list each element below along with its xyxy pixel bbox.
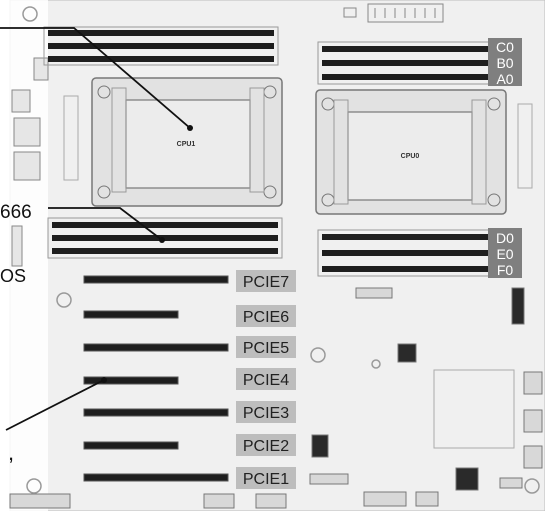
- cpu0-label: CPU0: [401, 153, 420, 160]
- dimm-slots-upper-left: [43, 26, 279, 66]
- dimm-label-e0: E0: [496, 246, 513, 262]
- dimm-slot: [52, 222, 278, 228]
- dimm-slot: [322, 60, 492, 66]
- pcie-slot-1: [83, 473, 229, 482]
- pcie-labels: PCIE7 PCIE6 PCIE5 PCIE4 PCIE3 PCIE2 PCIE…: [236, 270, 296, 489]
- left-edge-mark: ,: [8, 440, 14, 465]
- top-power-connector: [343, 3, 444, 23]
- dimm-slot: [322, 46, 492, 52]
- dimm-label-d0: D0: [496, 230, 514, 246]
- left-overlay-panel: [0, 0, 48, 511]
- memory-callout-line: [48, 207, 163, 241]
- dimm-slot: [322, 266, 492, 272]
- pcie-slots: [83, 275, 229, 482]
- dimm-label-f0: F0: [497, 262, 514, 278]
- cpu1-label: CPU1: [177, 141, 196, 148]
- pcie-label-2: PCIE2: [243, 438, 289, 455]
- mounting-holes: [22, 6, 540, 494]
- pcie-slot-7: [83, 275, 229, 284]
- board-components: [9, 287, 543, 509]
- pcie-slot-4: [83, 376, 179, 385]
- dimm-slot: [48, 43, 274, 49]
- pcie-slot-5: [83, 343, 229, 352]
- dimm-slots-lower-right: [317, 229, 497, 277]
- dimm-slot: [322, 74, 492, 80]
- pcie4-callout-line: [5, 379, 105, 431]
- memory-speed-callout: 666: [0, 202, 32, 223]
- dimm-labels-upper: C0 B0 A0: [488, 38, 522, 87]
- vrm-heatsinks: [63, 95, 533, 449]
- pcie-slot-2: [83, 441, 179, 450]
- cpu1-socket: CPU1: [91, 77, 283, 207]
- dimm-slot: [52, 235, 278, 241]
- dimm-label-b0: B0: [496, 55, 513, 71]
- dimm-slots-upper-right: [317, 41, 497, 85]
- dimm-labels-lower: D0 E0 F0: [488, 228, 522, 278]
- pcie-label-3: PCIE3: [243, 405, 289, 422]
- dimm-slots-lower-left: [47, 217, 283, 259]
- callout-dots: [101, 125, 193, 383]
- dimm-slot: [322, 234, 492, 240]
- dimm-slot: [52, 248, 278, 254]
- cpu0-socket: CPU0: [315, 89, 507, 215]
- callout-lines: [0, 27, 191, 431]
- rear-io-connectors: [11, 57, 49, 267]
- dimm-slot: [48, 56, 274, 62]
- pcie-label-4: PCIE4: [243, 372, 289, 389]
- left-edge-text: OS: [0, 266, 26, 286]
- pcie-label-6: PCIE6: [243, 309, 289, 326]
- dimm-slot: [322, 250, 492, 256]
- pcie-label-7: PCIE7: [243, 274, 289, 291]
- dimm-slot: [48, 30, 274, 36]
- dimm-label-a0: A0: [496, 71, 513, 87]
- pcie-slot-3: [83, 408, 229, 417]
- dimm-label-c0: C0: [496, 39, 514, 55]
- pcie-label-5: PCIE5: [243, 340, 289, 357]
- pcie-slot-6: [83, 310, 179, 319]
- pcie-label-1: PCIE1: [243, 471, 289, 488]
- cpu1-callout-line: [0, 27, 191, 129]
